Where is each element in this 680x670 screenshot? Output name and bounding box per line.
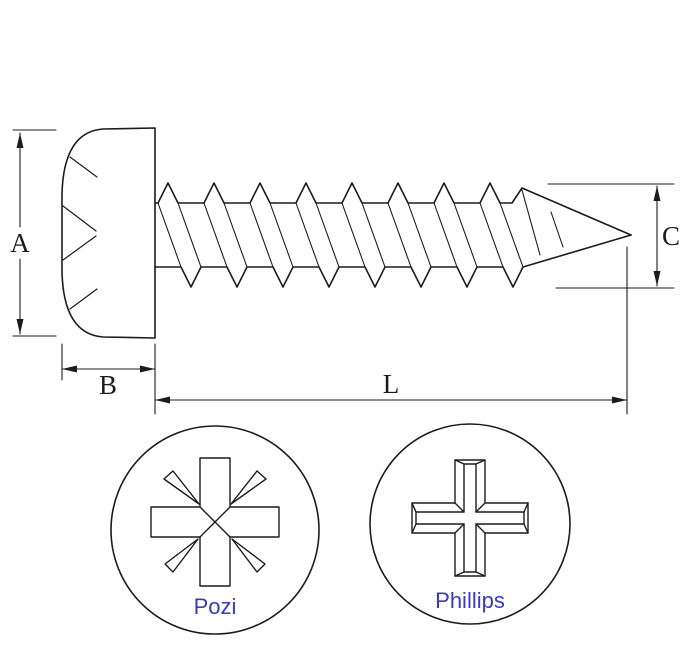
- dimension-labels: A B C L: [10, 221, 680, 400]
- dimension-l: [154, 246, 628, 415]
- phillips-cross-inner: [415, 463, 525, 573]
- dimension-a: [12, 129, 57, 337]
- thread-bottom-profile: [154, 234, 632, 288]
- dimension-label-l: L: [383, 369, 400, 399]
- phillips-circle: [369, 423, 571, 625]
- pozi-diagonal-wedges: [163, 470, 267, 573]
- pozi-drive-view: [110, 425, 320, 635]
- pozi-recess: [150, 457, 280, 587]
- thread-top-profile: [154, 182, 632, 236]
- dimension-c: [547, 183, 675, 289]
- screw-head: [61, 127, 156, 339]
- pozi-circle: [110, 425, 320, 635]
- pozi-label: Pozi: [194, 594, 237, 619]
- phillips-cross-outer: [411, 459, 529, 577]
- dimension-c-extension-lines: [547, 183, 675, 289]
- phillips-label: Phillips: [435, 588, 505, 613]
- pozi-center-x-lines: [199, 506, 231, 538]
- phillips-recess: [411, 459, 529, 577]
- phillips-drive-view: [369, 423, 571, 625]
- thread-flank-lines: [157, 189, 564, 268]
- head-recess-side-lines: [62, 156, 98, 310]
- drawing-geometry: [12, 127, 675, 635]
- dimension-label-b: B: [99, 370, 117, 400]
- dimension-label-c: C: [662, 221, 680, 251]
- screw-side-view: [61, 127, 632, 339]
- drive-labels: Pozi Phillips: [194, 588, 505, 619]
- dimension-label-a: A: [10, 228, 30, 258]
- dimension-a-extension-lines: [12, 129, 57, 337]
- phillips-corner-chamfers: [411, 459, 529, 577]
